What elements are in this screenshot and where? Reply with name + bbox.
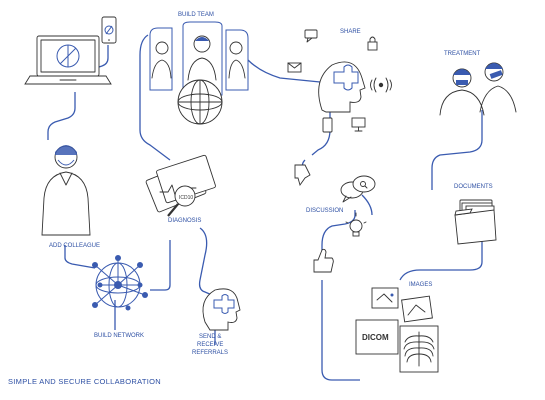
monitor-icon [351, 117, 366, 132]
discussion-bubbles-icon [340, 175, 376, 203]
dicom-text: DICOM [362, 333, 389, 342]
share-head-icon [318, 61, 366, 113]
email-icon [287, 62, 302, 73]
laptop-icon [24, 35, 112, 85]
lock-icon [367, 36, 378, 51]
add-colleague-label: ADD COLLEAGUE [49, 243, 100, 249]
diagnosis-icon [145, 154, 216, 213]
thumbs-up-icon [313, 248, 334, 273]
lightbulb-icon [345, 212, 367, 237]
globe-icon [177, 79, 223, 125]
build-network-label: BUILD NETWORK [94, 333, 144, 339]
tablet-icon [322, 117, 333, 133]
thumbs-down-icon [294, 164, 311, 187]
referral-head-icon [202, 288, 241, 331]
treatment-label: TREATMENT [444, 51, 481, 57]
diagnosis-label: DIAGNOSIS [168, 218, 201, 224]
magnifier-icon: ICD10 [167, 185, 196, 217]
image-cards-icon: DICOM [355, 287, 433, 355]
images-label: IMAGES [409, 282, 432, 288]
icd10-text: ICD10 [179, 195, 193, 201]
xray-icon [399, 325, 439, 373]
referrals-label-line3: REFERRALS [192, 350, 228, 356]
documents-label: DOCUMENTS [454, 184, 493, 190]
broadcast-icon [370, 77, 392, 93]
build-team-label: BUILD TEAM [178, 12, 214, 18]
network-icon [92, 255, 148, 311]
surgeons-icon [439, 62, 517, 116]
discussion-label: DISCUSSION [306, 208, 343, 214]
flow-lines [47, 34, 483, 381]
team-icon [149, 21, 249, 96]
chat-icon [304, 29, 318, 43]
referrals-label-line1: SEND & [199, 334, 221, 340]
referrals-label-line2: RECEIVE [197, 342, 223, 348]
colleague-doctor-icon [41, 145, 91, 236]
page-title: SIMPLE AND SECURE COLLABORATION [8, 377, 161, 386]
phone-icon [101, 16, 117, 44]
folder-icon [454, 199, 497, 245]
share-label: SHARE [340, 29, 361, 35]
